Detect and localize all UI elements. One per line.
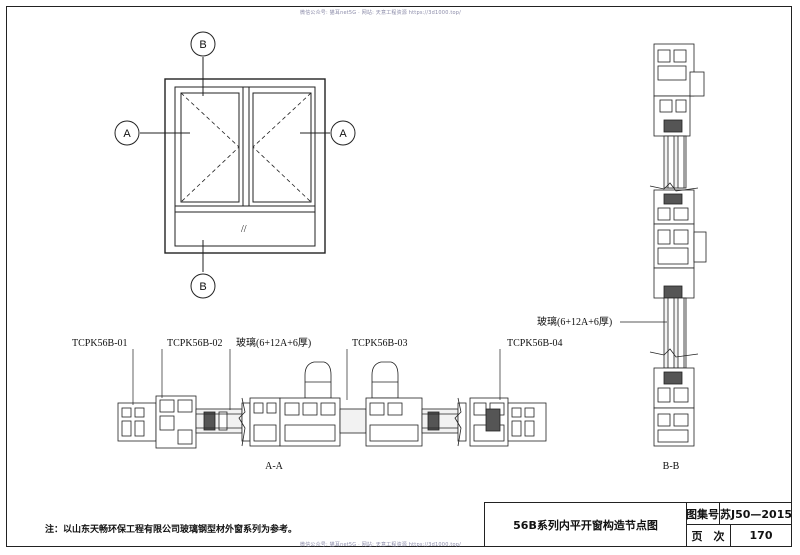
drawing-title: 56B系列内平开窗构造节点图 — [485, 503, 687, 546]
atlas-value: 苏J50—2015 — [720, 507, 793, 521]
section-bb-breaklines — [649, 182, 699, 358]
svg-text://: // — [241, 224, 247, 235]
svg-text:玻璃(6+12A+6厚): 玻璃(6+12A+6厚) — [537, 315, 612, 328]
section-bb-profiles — [653, 43, 707, 447]
svg-text:A: A — [123, 128, 131, 140]
svg-text:B: B — [199, 281, 206, 293]
profile-label-02: TCPK56B-02 — [167, 338, 223, 349]
watermark-top: 微信公众号: 猫耳net5G · 网站: 天意工程资源 https://3d10… — [300, 10, 462, 16]
svg-text:B-B: B-B — [663, 461, 680, 472]
window-elevation — [140, 57, 330, 272]
svg-text:A: A — [339, 128, 347, 140]
reference-note: 注：以山东天畅环保工程有限公司玻璃钢型材外窗系列为参考。 — [45, 525, 298, 535]
drawing-frame — [6, 6, 792, 547]
svg-text:TCPK56B-03: TCPK56B-03 — [352, 338, 408, 349]
page-value: 170 — [749, 529, 773, 542]
section-aa-profiles — [117, 361, 547, 449]
glass-label-side: 玻璃(6+12A+6厚) — [537, 315, 612, 328]
svg-text:玻璃(6+12A+6厚): 玻璃(6+12A+6厚) — [236, 336, 311, 349]
profile-label-03: TCPK56B-03 — [352, 338, 408, 349]
section-aa-breaklines — [238, 397, 462, 447]
section-marker-b-bottom: B — [190, 273, 216, 299]
atlas-label: 图集号 — [686, 503, 720, 524]
profile-label-04: TCPK56B-04 — [507, 338, 563, 349]
svg-text:B: B — [199, 39, 206, 51]
svg-text:A-A: A-A — [265, 461, 284, 472]
section-marker-a-left: A — [114, 120, 140, 146]
glass-label: 玻璃(6+12A+6厚) — [236, 336, 311, 349]
page-label: 页 次 — [686, 525, 731, 546]
glass-mark: // — [241, 224, 247, 235]
title-block: 56B系列内平开窗构造节点图 图集号 苏J50—2015 页 次 170 — [484, 502, 792, 547]
atlas-row: 图集号 苏J50—2015 — [686, 503, 793, 525]
section-bb-title: B-B — [663, 461, 680, 472]
svg-text:TCPK56B-02: TCPK56B-02 — [167, 338, 223, 349]
section-marker-a-right: A — [330, 120, 356, 146]
section-aa-leaders — [132, 349, 501, 410]
section-marker-b-top: B — [190, 31, 216, 57]
svg-text:TCPK56B-04: TCPK56B-04 — [507, 338, 563, 349]
watermark-bottom: 微信公众号: 猫耳net5G · 网站: 天意工程资源 https://3d10… — [300, 542, 462, 548]
svg-text:TCPK56B-01: TCPK56B-01 — [72, 338, 128, 349]
page-row: 页 次 170 — [686, 525, 791, 546]
section-aa-title: A-A — [265, 461, 284, 472]
profile-label-01: TCPK56B-01 — [72, 338, 128, 349]
